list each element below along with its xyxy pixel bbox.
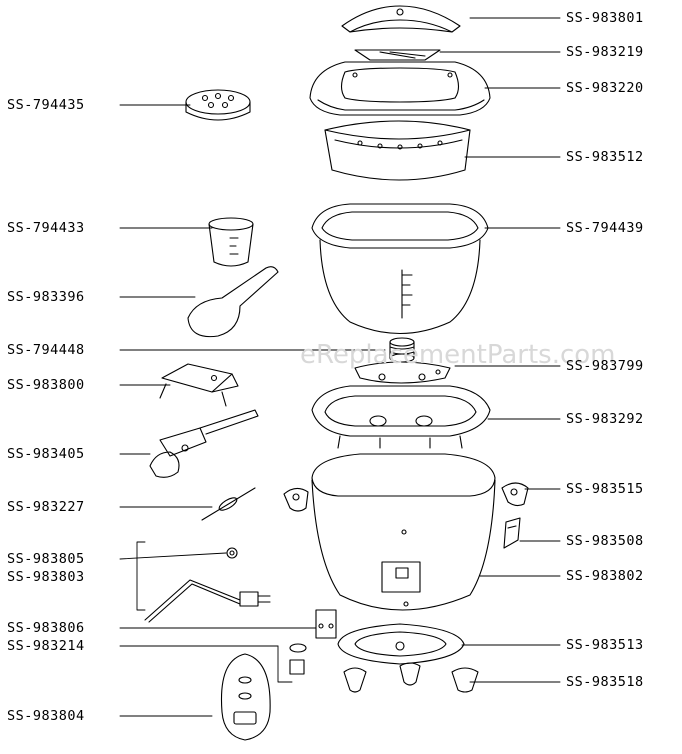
switch-cover-drawing xyxy=(159,363,239,407)
label-thermal-fuse: SS-983227 xyxy=(7,499,85,515)
switch-assembly-drawing xyxy=(149,409,259,478)
control-panel-drawing xyxy=(220,653,271,741)
feet-drawing xyxy=(343,662,479,693)
label-rice-paddle: SS-983396 xyxy=(7,289,85,305)
thermostat-drawing xyxy=(389,337,415,363)
lid-handle-drawing xyxy=(341,5,461,33)
indicator-lamp-drawing xyxy=(289,643,307,675)
label-glass-lid: SS-983220 xyxy=(566,80,644,96)
label-terminal-block: SS-983806 xyxy=(7,620,85,636)
label-side-handle: SS-983515 xyxy=(566,481,644,497)
handle-clip-drawing xyxy=(503,517,521,549)
label-nut: SS-983805 xyxy=(7,551,85,567)
label-lid-insert: SS-983219 xyxy=(566,44,644,60)
label-switch-cover: SS-983800 xyxy=(7,377,85,393)
housing-drawing xyxy=(311,453,496,611)
steam-vent-cap-drawing xyxy=(185,89,251,121)
watermark: eReplacementParts.com xyxy=(300,340,616,370)
label-measuring-cup: SS-794433 xyxy=(7,220,85,236)
label-heating-plate-support: SS-983799 xyxy=(566,358,644,374)
label-base-plate: SS-983513 xyxy=(566,637,644,653)
leader-lines xyxy=(119,17,561,717)
rice-paddle-drawing xyxy=(187,266,279,338)
label-thermostat-spring: SS-794448 xyxy=(7,342,85,358)
lid-insert-drawing xyxy=(354,49,441,61)
power-cord-drawing xyxy=(144,579,271,623)
label-steamer-basket: SS-983512 xyxy=(566,149,644,165)
thermal-fuse-drawing xyxy=(201,487,256,521)
label-power-cord: SS-983803 xyxy=(7,569,85,585)
side-handle-drawing xyxy=(283,482,529,512)
measuring-cup-drawing xyxy=(208,217,254,267)
cooking-bowl-drawing xyxy=(311,203,489,334)
label-indicator-lamp: SS-983214 xyxy=(7,638,85,654)
label-steam-vent-cap: SS-794435 xyxy=(7,97,85,113)
nut-drawing xyxy=(226,547,238,559)
label-control-panel: SS-983804 xyxy=(7,708,85,724)
label-switch-assembly: SS-983405 xyxy=(7,446,85,462)
base-plate-drawing xyxy=(337,623,465,665)
steamer-basket-drawing xyxy=(324,120,471,181)
label-handle-clip: SS-983508 xyxy=(566,533,644,549)
label-foot: SS-983518 xyxy=(566,674,644,690)
label-heating-element: SS-983292 xyxy=(566,411,644,427)
terminal-block-drawing xyxy=(315,609,337,639)
glass-lid-drawing xyxy=(309,61,491,116)
label-housing: SS-983802 xyxy=(566,568,644,584)
label-cooking-bowl: SS-794439 xyxy=(566,220,644,236)
label-lid-handle: SS-983801 xyxy=(566,10,644,26)
heating-element-drawing xyxy=(311,385,491,449)
heating-plate-support-drawing xyxy=(354,361,451,384)
